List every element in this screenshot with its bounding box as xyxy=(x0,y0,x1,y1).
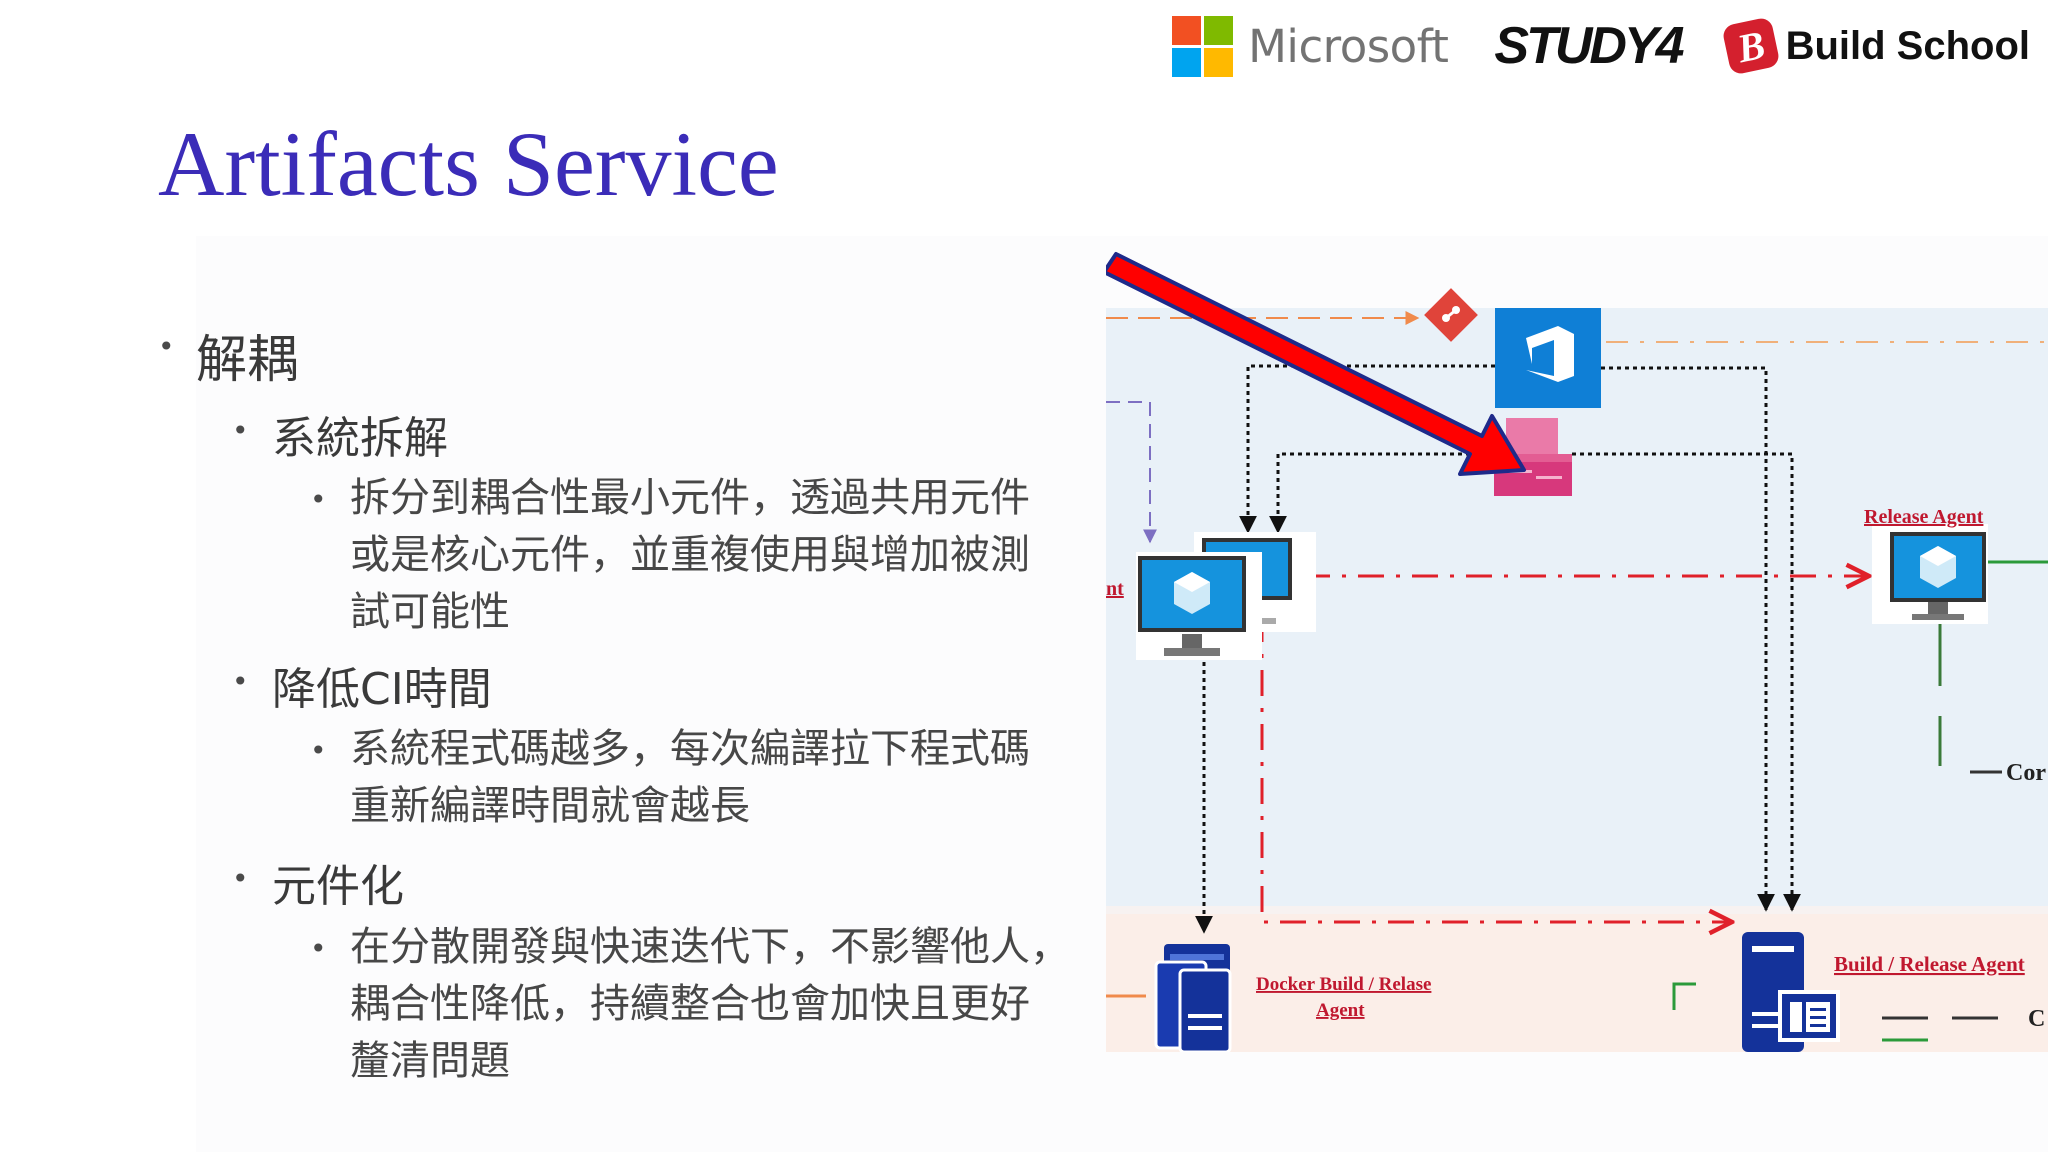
outline-level2-item: 元件化 xyxy=(272,861,404,912)
dotted-route xyxy=(1239,364,1495,534)
dotted-route xyxy=(1572,452,1801,912)
build-release-agent-label: Build / Release Agent xyxy=(1834,952,2025,976)
docker-agent-label: Docker Build / Relase xyxy=(1256,974,1431,995)
outline-level3-line: 系統程式碼越多，每次編譯拉下程式碼 xyxy=(350,726,1030,772)
outline-level2-item: 系統拆解 xyxy=(272,413,448,464)
study4-logo: STUDY4 xyxy=(1494,17,1684,75)
sponsor-logos: Microsoft STUDY4 B Build School xyxy=(1172,14,2030,78)
red-dashdot-arrow xyxy=(1260,616,1732,922)
azure-devops-icon xyxy=(1495,308,1601,408)
bullet-dot: • xyxy=(232,414,249,447)
bullet-dot: • xyxy=(310,734,327,767)
outline-level3-line: 重新編譯時間就會越長 xyxy=(350,783,750,829)
dotted-route xyxy=(1269,452,1494,534)
diagram-bottom-band xyxy=(1106,910,2048,1052)
microsoft-logo: Microsoft xyxy=(1172,15,1449,77)
band-divider xyxy=(1106,906,2048,914)
bullet-dot: • xyxy=(232,862,249,895)
green-line xyxy=(1672,982,1696,1010)
outline-level3-line: 耦合性降低，持續整合也會加快且更好 xyxy=(350,981,1030,1027)
purple-dashed-arrow xyxy=(1106,401,1157,544)
right-fragment-label: C xyxy=(2028,1006,2045,1032)
outline-level2-item: 降低CI時間 xyxy=(272,664,492,715)
release-agent-label: Release Agent xyxy=(1864,506,1984,528)
outline-level3-line: 釐清問題 xyxy=(350,1038,510,1084)
docker-agent-label: Agent xyxy=(1316,1000,1365,1021)
server-icon xyxy=(1742,932,1840,1052)
microsoft-windows-icon xyxy=(1172,15,1234,77)
outline-level3-line: 試可能性 xyxy=(350,589,510,635)
bullet-dot: • xyxy=(158,330,175,363)
server-icon xyxy=(1154,944,1232,1052)
microsoft-wordmark: Microsoft xyxy=(1248,19,1449,73)
bullet-dot: • xyxy=(310,932,327,965)
pipeline-diagram: nt Release Agent Docker Build / Relase A… xyxy=(1106,252,2048,1052)
right-fragment-label: Cor xyxy=(2006,760,2046,786)
outline-level3-line: 拆分到耦合性最小元件，透過共用元件 xyxy=(350,475,1030,521)
bullet-dot: • xyxy=(310,483,327,516)
outline-level1-item: 解耦 xyxy=(196,331,299,390)
red-arrow-icon xyxy=(1106,252,1526,476)
outline-level3-line: 在分散開發與快速迭代下，不影響他人， xyxy=(350,924,1070,970)
slide-title: Artifacts Service xyxy=(158,113,779,215)
build-school-logo: B Build School xyxy=(1720,16,2030,76)
monitor-icon xyxy=(1872,524,1988,624)
monitor-icon xyxy=(1136,552,1262,660)
outline-level3-line: 或是核心元件，並重複使用與增加被測 xyxy=(350,532,1030,578)
build-school-wordmark: Build School xyxy=(1785,23,2030,68)
left-fragment-label: nt xyxy=(1106,578,1124,600)
build-school-badge-icon: B xyxy=(1720,16,1781,76)
bullet-dot: • xyxy=(232,665,249,698)
